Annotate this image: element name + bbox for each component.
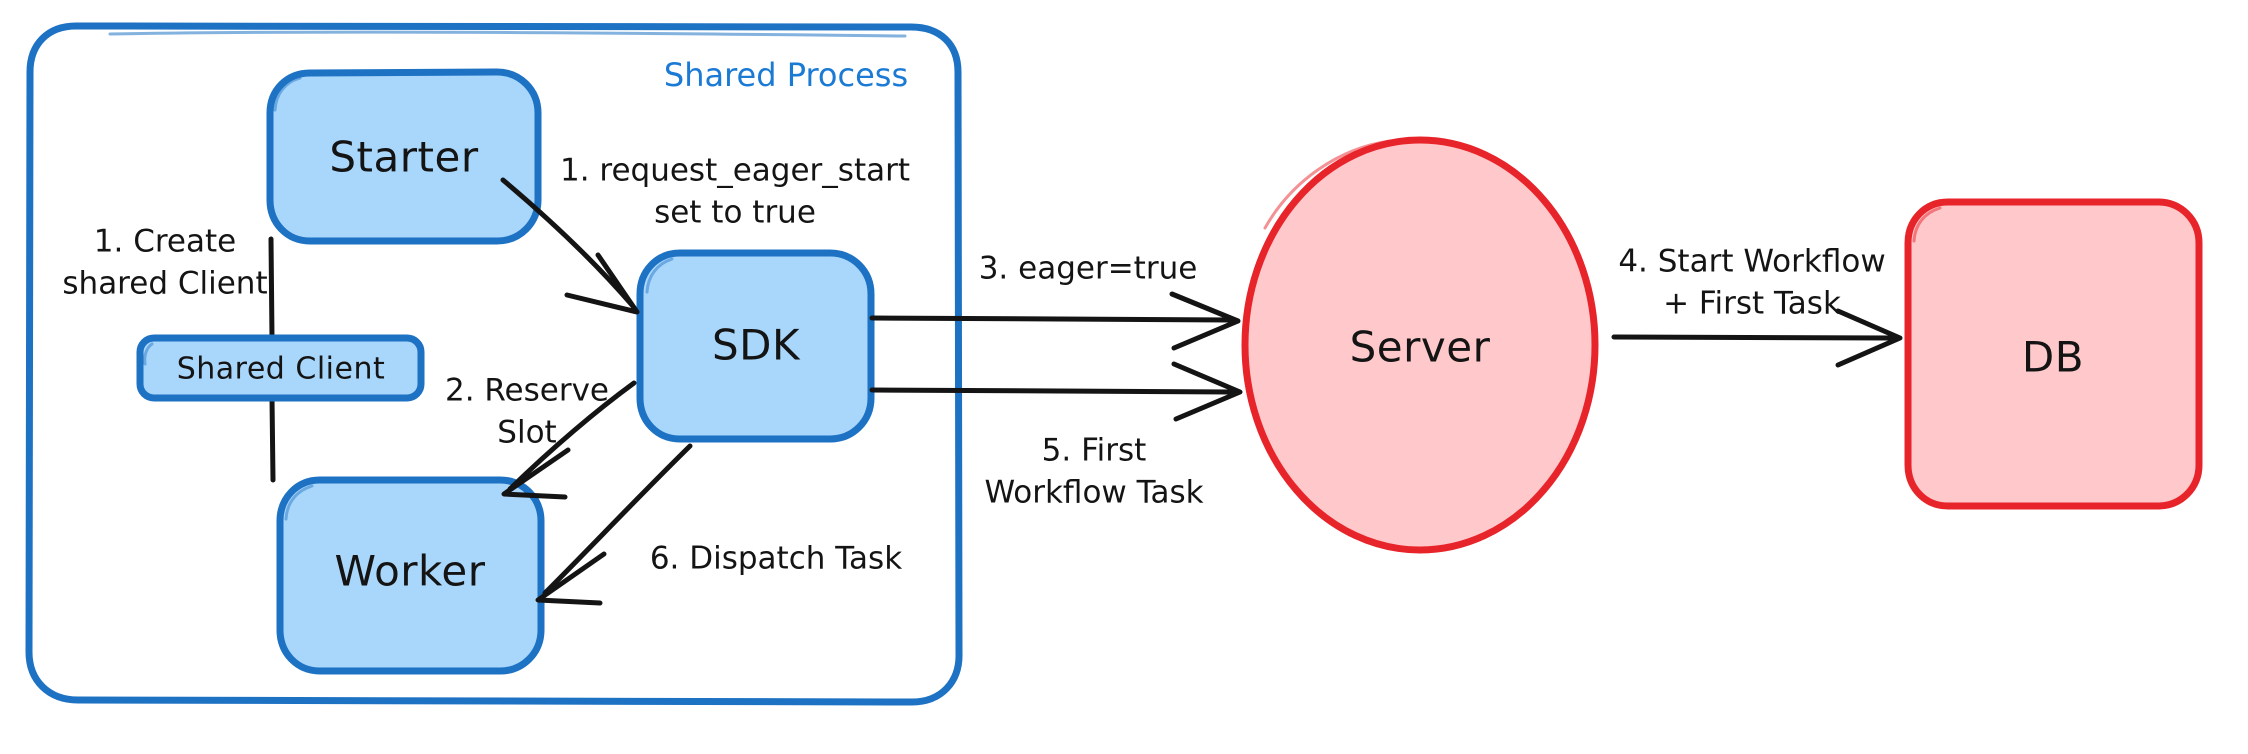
edge-start-workflow-line	[1611, 334, 1895, 341]
edge-create-shared-client-label-line2: shared Client	[62, 266, 267, 302]
edge-request-eager-start-arrowhead	[564, 252, 640, 315]
edge-dispatch-task-line	[542, 443, 693, 596]
group-title-shared-process: Shared Process	[664, 56, 908, 94]
node-server-border	[1241, 136, 1599, 554]
edge-start-workflow-label-line1: 4. Start Workflow	[1618, 244, 1885, 280]
edge-first-workflow-task-label-line1: 5. First	[1042, 433, 1147, 469]
line-shared-client-to-worker	[269, 395, 276, 483]
node-server-border-sketch	[1263, 139, 1392, 230]
node-worker-border	[276, 476, 545, 675]
edge-eager-true-arrowhead	[1169, 291, 1241, 351]
edge-reserve-slot-arrowhead	[501, 447, 571, 500]
edge-create-shared-client-label-line1: 1. Create	[94, 224, 236, 260]
node-shared-client-border-sketch	[143, 342, 154, 366]
node-starter-border	[266, 68, 542, 245]
edge-reserve-slot-line	[507, 380, 637, 492]
node-sdk-fill	[640, 253, 871, 439]
node-starter-border-sketch	[273, 76, 302, 112]
edge-dispatch-task-arrowhead	[535, 551, 607, 606]
connector-starter-sharedclient-worker	[268, 236, 276, 483]
edge-eager-true-label-line1: 3. eager=true	[979, 251, 1198, 287]
node-sdk-border	[636, 249, 875, 443]
edge-start-workflow: 4. Start Workflow + First Task	[1611, 244, 1903, 368]
node-db-fill	[1908, 202, 2199, 506]
edge-start-workflow-arrowhead	[1835, 308, 1903, 368]
node-sdk-label: SDK	[712, 321, 801, 370]
node-sdk-border-sketch	[645, 257, 674, 294]
node-worker-border-sketch	[284, 484, 314, 521]
node-worker-label: Worker	[335, 547, 486, 596]
edge-request-eager-start-label-line1: 1. request_eager_start	[560, 153, 910, 189]
edge-dispatch-task: 6. Dispatch Task	[535, 443, 902, 606]
node-starter[interactable]: Starter	[266, 68, 542, 245]
edge-create-shared-client: 1. Create shared Client	[62, 224, 267, 302]
node-server-fill	[1245, 140, 1595, 550]
shared-process-border-sketch	[108, 30, 907, 38]
edge-eager-true-line	[869, 315, 1233, 323]
edge-first-workflow-task-arrowhead	[1171, 361, 1243, 422]
edge-dispatch-task-label-line1: 6. Dispatch Task	[650, 541, 902, 577]
edge-reserve-slot-label-line2: Slot	[497, 415, 556, 451]
edge-first-workflow-task-line	[869, 387, 1235, 395]
edge-reserve-slot-label-line1: 2. Reserve	[445, 373, 609, 409]
node-db-border-sketch	[1912, 206, 1942, 243]
node-server-label: Server	[1350, 323, 1491, 372]
node-sdk[interactable]: SDK	[636, 249, 875, 443]
node-shared-client-label: Shared Client	[177, 352, 386, 387]
shared-process-border	[25, 22, 963, 706]
edge-first-workflow-task: 5. First Workflow Task	[869, 361, 1243, 511]
line-starter-to-shared-client	[268, 236, 275, 341]
edge-request-eager-start-line	[500, 177, 635, 308]
node-shared-client[interactable]: Shared Client	[136, 334, 425, 402]
node-db[interactable]: DB	[1904, 198, 2203, 510]
node-worker-fill	[280, 480, 541, 671]
edge-first-workflow-task-label-line2: Workflow Task	[984, 475, 1203, 511]
edge-eager-true: 3. eager=true	[869, 251, 1241, 351]
node-shared-client-fill	[140, 338, 421, 398]
node-starter-label: Starter	[329, 133, 478, 182]
node-shared-client-border	[136, 334, 425, 402]
node-db-border	[1904, 198, 2203, 510]
node-db-label: DB	[2022, 333, 2084, 382]
edge-request-eager-start-label-line2: set to true	[654, 195, 816, 231]
node-worker[interactable]: Worker	[276, 476, 545, 675]
edge-reserve-slot: 2. Reserve Slot	[445, 373, 637, 500]
edge-start-workflow-label-line2: + First Task	[1663, 286, 1841, 322]
node-server[interactable]: Server	[1241, 136, 1599, 554]
group-shared-process[interactable]: Shared Process	[25, 22, 963, 706]
edge-request-eager-start: 1. request_eager_start set to true	[500, 153, 910, 315]
node-starter-fill	[270, 72, 538, 241]
